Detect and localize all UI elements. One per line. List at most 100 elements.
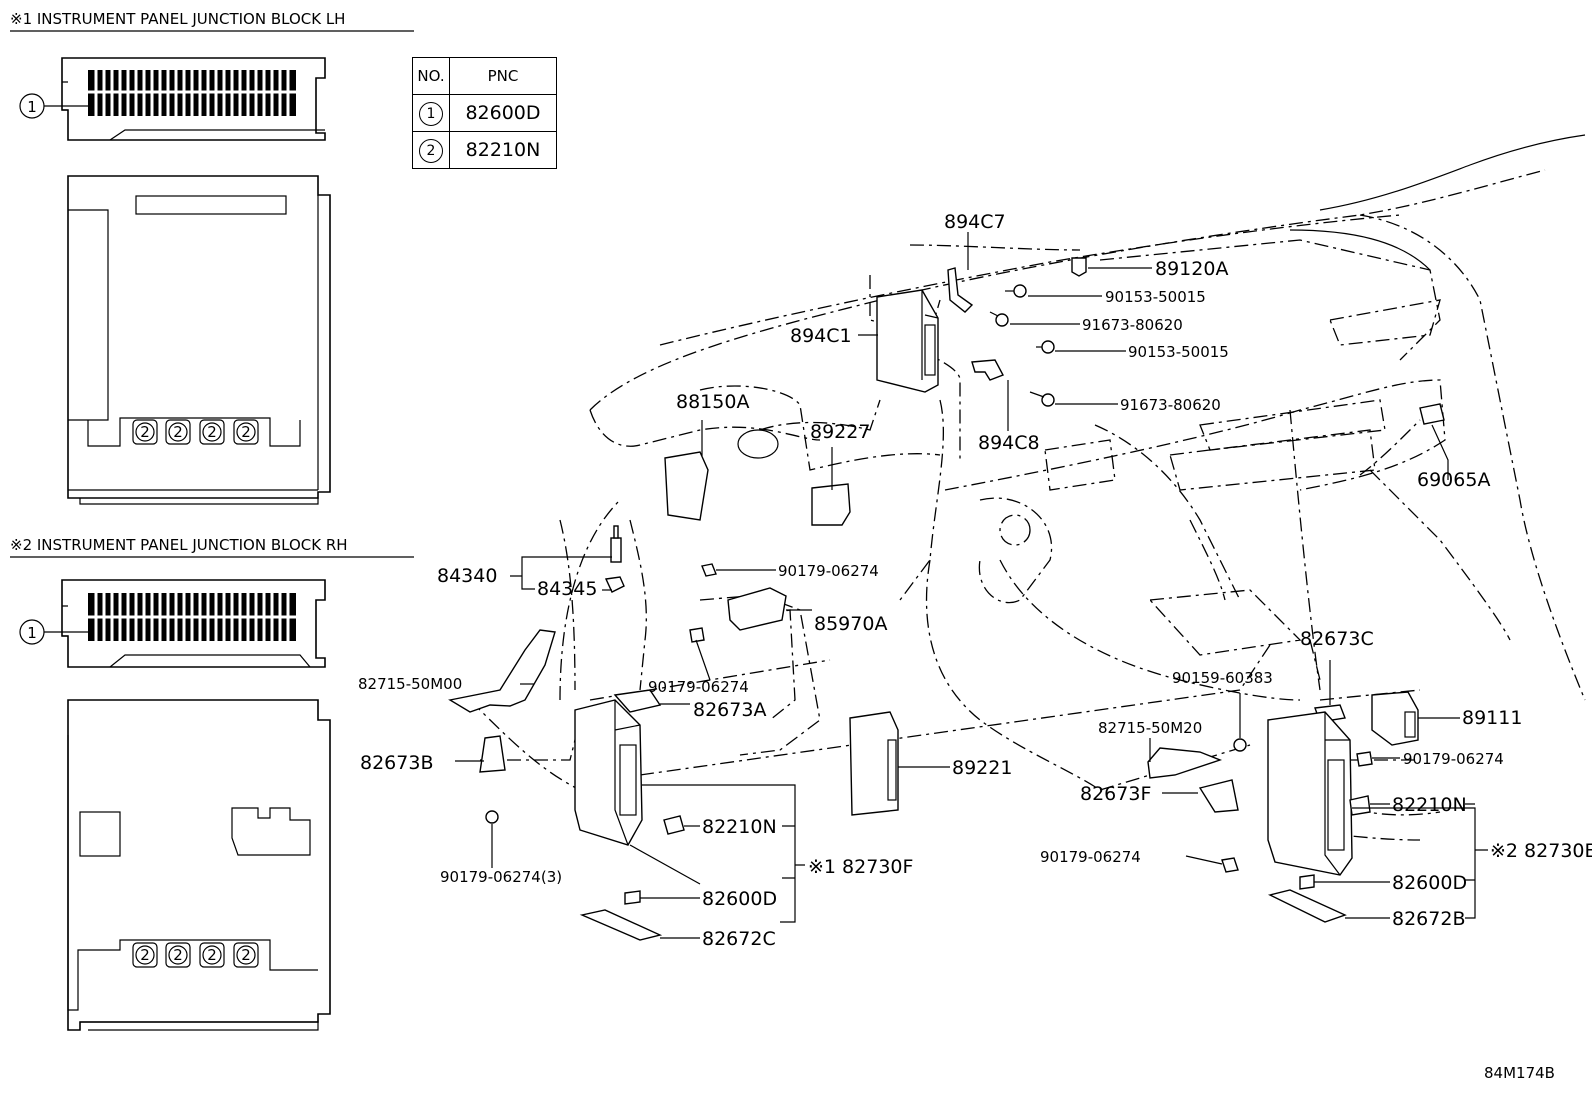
clip-90179-06274-e [1356, 751, 1373, 767]
pnc-row-number: 2 [419, 138, 443, 163]
callout-1-rh: 1 [27, 624, 37, 642]
clip-90179-06274-b [689, 627, 705, 643]
label-84340: 84340 [437, 565, 497, 587]
clip-90179-06274-d [1221, 857, 1239, 873]
label-82715-50M00: 82715-50M00 [358, 675, 462, 693]
svg-text:2: 2 [207, 946, 217, 964]
label-84345: 84345 [537, 578, 597, 600]
callout-2-row-rh: 2 2 2 2 [132, 942, 259, 968]
pnc-table-row: 1 82600D [412, 94, 557, 132]
label-82730E: ※2 82730E [1490, 840, 1592, 862]
header-rh: ※2 INSTRUMENT PANEL JUNCTION BLOCK RH [10, 536, 348, 554]
svg-text:2: 2 [241, 423, 251, 441]
callout-2-row-lh: 2 2 2 2 [132, 419, 259, 445]
label-85970A: 85970A [814, 613, 887, 635]
junction-block-rh-front-view: 2 2 2 2 [67, 699, 331, 1031]
label-82673A: 82673A [693, 699, 766, 721]
label-90179-06274-a: 90179-06274 [778, 562, 879, 580]
label-90179-06274-3: 90179-06274(3) [440, 868, 562, 886]
part-88150A-sensor [664, 429, 779, 521]
label-894C8: 894C8 [978, 432, 1040, 454]
part-82210N-lh [663, 815, 685, 835]
label-82600D-lh: 82600D [702, 888, 777, 910]
junction-block-lh-front-view: 2 2 2 2 [67, 175, 331, 505]
leader-lines [455, 232, 1488, 939]
label-91673-80620-b: 91673-80620 [1120, 396, 1221, 414]
pnc-table: NO. PNC 1 82600D 2 82210N [412, 57, 557, 169]
label-90153-50015-a: 90153-50015 [1105, 288, 1206, 306]
label-82210N-rh: 82210N [1392, 794, 1467, 816]
svg-text:2: 2 [173, 423, 183, 441]
label-88150A: 88150A [676, 391, 749, 413]
connector-grid-lh [88, 70, 296, 116]
part-82672C-cover [579, 909, 663, 941]
pnc-row-value: 82210N [449, 131, 557, 169]
part-82715-50M00-bracket [448, 629, 556, 713]
part-85970A [727, 587, 787, 631]
bolt-90159-60383 [1233, 700, 1247, 752]
svg-text:2: 2 [173, 946, 183, 964]
part-89120A [1071, 257, 1087, 277]
part-82600D-lh [624, 890, 641, 905]
label-82672B: 82672B [1392, 908, 1465, 930]
svg-text:2: 2 [241, 946, 251, 964]
part-89227 [811, 483, 851, 526]
svg-text:2: 2 [207, 423, 217, 441]
label-91673-80620-a: 91673-80620 [1082, 316, 1183, 334]
part-89111 [1371, 691, 1419, 746]
part-82673B [479, 735, 506, 773]
svg-text:2: 2 [140, 423, 150, 441]
label-69065A: 69065A [1417, 469, 1490, 491]
pnc-table-header-no: NO. [412, 57, 450, 95]
part-82672B-cover [1267, 889, 1347, 923]
part-82715-50M20-bracket [1147, 747, 1223, 779]
label-89111: 89111 [1462, 707, 1522, 729]
part-82673F [1198, 779, 1239, 813]
part-894C7-bracket [947, 267, 974, 313]
label-90179-06274-b: 90179-06274 [648, 678, 749, 696]
label-90179-06274-d: 90179-06274 [1040, 848, 1141, 866]
bolt-90153-50015-a [1005, 284, 1027, 298]
label-90159-60383: 90159-60383 [1172, 669, 1273, 687]
pnc-row-number: 1 [419, 101, 443, 126]
label-894C7: 894C7 [944, 211, 1006, 233]
part-89221-ecu [849, 711, 899, 816]
part-82210N-rh [1349, 795, 1371, 816]
part-894C8-bracket [971, 359, 1004, 381]
part-82730E-junction-block-rh [1267, 711, 1353, 876]
label-894C1: 894C1 [790, 325, 852, 347]
label-82715-50M20: 82715-50M20 [1098, 719, 1202, 737]
bolt-91673-80620-a [989, 311, 1009, 327]
bolt-90153-50015-b [1036, 340, 1055, 354]
label-89227: 89227 [810, 421, 870, 443]
header-lh: ※1 INSTRUMENT PANEL JUNCTION BLOCK LH [10, 10, 345, 28]
junction-block-lh-top-view: 1 [19, 57, 326, 141]
part-labels: 894C7 89120A 90153-50015 91673-80620 894… [358, 211, 1592, 1082]
part-82730F-junction-block-lh [574, 699, 643, 846]
label-82672C: 82672C [702, 928, 776, 950]
label-89120A: 89120A [1155, 258, 1228, 280]
label-90179-06274-e: 90179-06274 [1403, 750, 1504, 768]
label-82673C: 82673C [1300, 628, 1374, 650]
label-90153-50015-b: 90153-50015 [1128, 343, 1229, 361]
part-82600D-rh [1299, 874, 1315, 890]
part-894C1-ecu [876, 289, 939, 393]
label-82210N-lh: 82210N [702, 816, 777, 838]
junction-block-rh-top-view: 1 [19, 579, 326, 668]
pnc-row-value: 82600D [449, 94, 557, 132]
callout-1-lh: 1 [27, 98, 37, 116]
svg-text:2: 2 [140, 946, 150, 964]
figure-code: 84M174B [1484, 1064, 1555, 1082]
pnc-table-header-pnc: PNC [449, 57, 557, 95]
label-82600D-rh: 82600D [1392, 872, 1467, 894]
clip-90179-06274-a [701, 563, 717, 577]
label-82730F: ※1 82730F [808, 856, 913, 878]
bolt-91673-80620-b [1029, 391, 1055, 407]
label-89221: 89221 [952, 757, 1012, 779]
label-82673B: 82673B [360, 752, 433, 774]
part-84340-stop-lamp-switch [604, 525, 625, 593]
clip-90179-06274-c [485, 810, 499, 824]
label-82673F: 82673F [1080, 783, 1151, 805]
part-69065A-switch [1419, 403, 1445, 425]
